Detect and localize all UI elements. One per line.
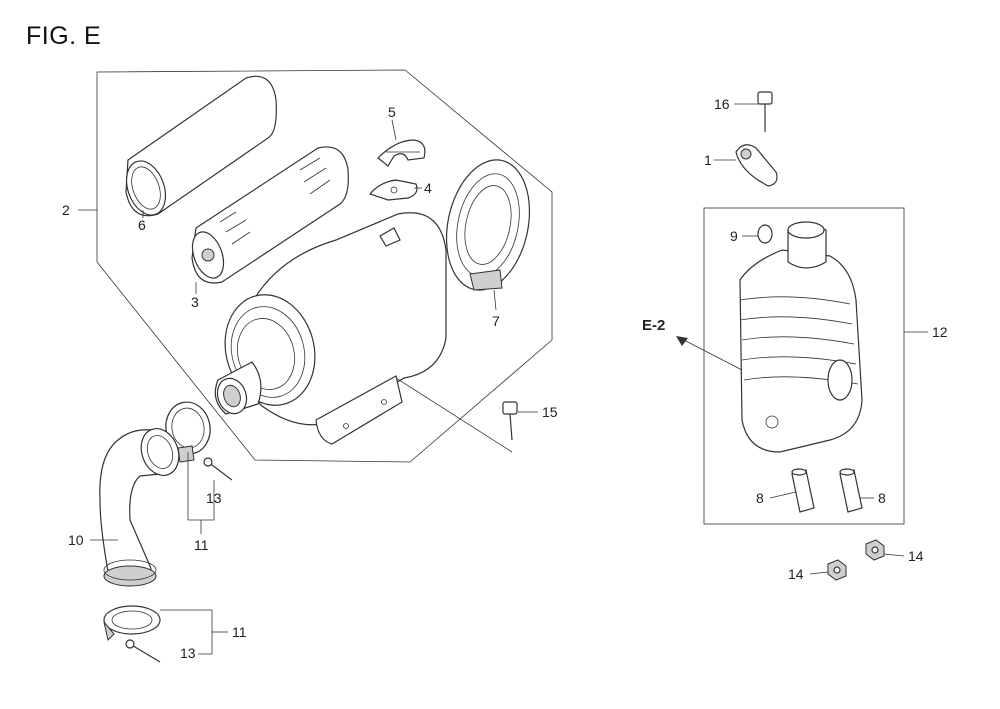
part-labels: 2 5 4 6 3 7 15 13 11 10 11 13 16 1 9 12 … [62,96,948,661]
label-part-11-upper: 11 [194,537,209,553]
filter-element-part-3 [191,146,349,284]
intake-hose-part-10 [99,428,180,587]
label-part-15: 15 [542,404,558,420]
label-part-2: 2 [62,202,70,218]
clip-part-4 [368,179,418,201]
nut-part-14-lower [827,559,847,581]
label-part-7: 7 [492,313,500,329]
screw-part-13-upper [203,457,233,481]
nut-part-14-upper [865,539,885,561]
cover-ring-part-7 [445,159,531,291]
label-part-1: 1 [704,152,712,168]
bracket-part-1 [735,144,778,187]
air-cleaner-housing [214,212,447,445]
label-part-16: 16 [714,96,730,112]
label-part-8-right: 8 [878,490,886,506]
label-part-13-upper: 13 [206,490,222,506]
assembly-boundary-left [96,69,553,463]
label-part-14-lower: 14 [788,566,804,582]
bolt-part-15 [502,401,518,441]
label-part-3: 3 [191,294,199,310]
label-part-11-lower: 11 [232,624,247,640]
label-part-8-left: 8 [756,490,764,506]
bolt-part-16 [757,91,773,132]
label-part-13-lower: 13 [180,645,196,661]
label-part-10: 10 [68,532,84,548]
screw-part-13-lower [125,639,161,663]
label-part-9: 9 [730,228,738,244]
filter-sleeve-part-6 [125,75,277,217]
clip-part-5 [377,139,426,167]
cap-part-9 [757,224,773,244]
hose-clamp-part-11-lower [103,605,161,641]
resonator-part-12 [739,221,863,453]
plug-part-8-left [791,468,815,513]
hose-clamp-part-11-upper [165,401,211,463]
leader-lines [78,103,928,655]
label-part-12: 12 [932,324,948,340]
label-part-14-upper: 14 [908,548,924,564]
figure-title: FIG. E [26,22,102,50]
assembly-boundary-right [703,207,905,525]
label-part-6: 6 [138,217,146,233]
plug-part-8-right [839,468,863,513]
label-part-4: 4 [424,180,432,196]
ref-arrow-head [676,336,688,346]
reference-label-e2: E-2 [642,317,665,334]
label-part-5: 5 [388,104,396,120]
